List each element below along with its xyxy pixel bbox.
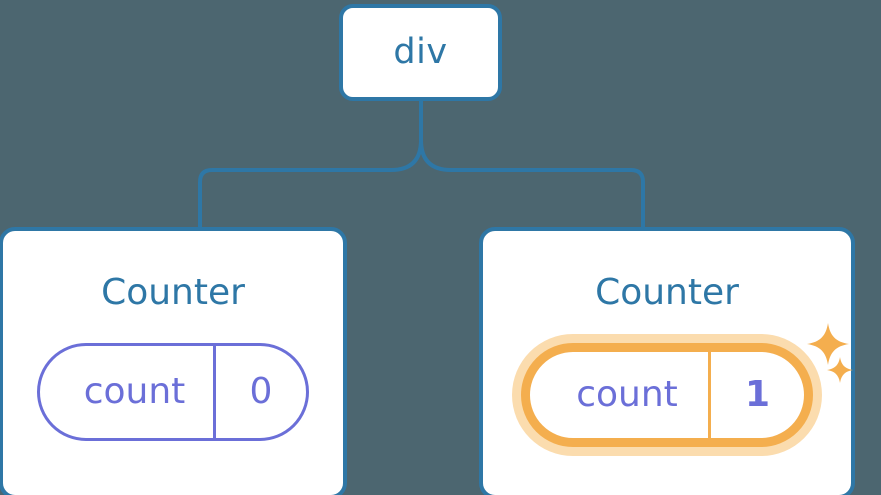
state-pill-right-value: 1 <box>708 352 804 438</box>
sparkle-icon <box>806 322 850 366</box>
node-counter-right[interactable]: Counter count 1 <box>479 227 855 495</box>
state-pill-left[interactable]: count 0 <box>37 343 309 441</box>
state-pill-left-value: 0 <box>213 346 306 438</box>
connector-right-branch <box>419 99 645 230</box>
node-counter-left[interactable]: Counter count 0 <box>0 227 347 495</box>
node-counter-left-title: Counter <box>101 272 245 313</box>
sparkle-icon <box>826 356 854 384</box>
state-pill-right-wrap: count 1 <box>521 343 813 447</box>
state-pill-left-key: count <box>83 371 186 412</box>
connector-left-branch <box>198 99 423 230</box>
state-pill-right-key: count <box>576 374 678 415</box>
node-root-label: div <box>393 32 448 72</box>
state-pill-left-wrap: count 0 <box>37 343 309 441</box>
node-root-div[interactable]: div <box>339 4 502 101</box>
state-pill-right[interactable]: count 1 <box>521 343 813 447</box>
node-counter-right-title: Counter <box>595 272 739 313</box>
